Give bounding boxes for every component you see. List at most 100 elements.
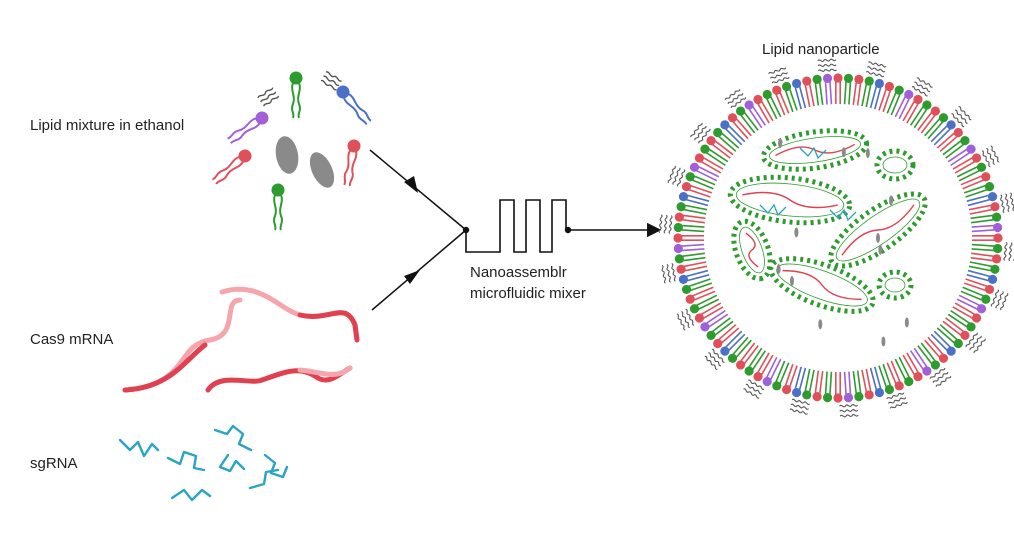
lnp-inner-vesicle-tails: [884, 277, 906, 293]
lnp-tail: [942, 320, 965, 338]
mrna-strand: [122, 342, 208, 393]
lnp-lipid-head: [727, 353, 738, 363]
lnp-mrna-strand: [745, 232, 759, 268]
lnp-tail: [930, 122, 951, 143]
lnp-tail: [678, 243, 705, 248]
lnp-tail: [913, 105, 930, 129]
lnp-lipid-head: [706, 135, 716, 146]
lnp-tail: [956, 164, 981, 178]
lnp-tail: [685, 278, 711, 289]
lnp-tail: [924, 339, 943, 361]
cas9-mrna-label: Cas9 mRNA: [30, 331, 114, 348]
lnp-lipid-head: [987, 191, 998, 202]
lnp-tail: [950, 309, 973, 326]
lnp-tail: [818, 371, 824, 398]
lnp-tail: [971, 248, 998, 252]
lnp-inner-vesicle: [731, 218, 773, 282]
lnp-tail: [963, 183, 990, 194]
lnp-tail: [681, 203, 708, 211]
peg-chain-icon: [690, 122, 711, 144]
lnp-tail: [874, 83, 883, 110]
lnp-tail: [843, 78, 848, 105]
lnp-lipid-head: [791, 387, 802, 398]
lnp-tail: [689, 178, 714, 190]
lipid-inlet-line: [369, 149, 467, 231]
peg-chain-icon: [789, 398, 811, 415]
lnp-sgrna-strand: [829, 208, 857, 222]
lnp-lipid-head: [720, 120, 730, 130]
lnp-lipid-head: [689, 304, 700, 314]
lnp-lipid-head: [864, 390, 874, 400]
lnp-tail: [920, 342, 938, 365]
lnp-lipid-head: [833, 393, 843, 403]
lnp-tail: [783, 363, 794, 390]
lnp-tail: [852, 78, 858, 105]
lnp-tail: [808, 80, 815, 107]
lnp-tail: [971, 218, 998, 224]
lnp-tail: [725, 122, 746, 143]
lnp-tail: [730, 336, 749, 358]
lnp-inner-vesicle: [760, 128, 870, 172]
lnp-lipid-head: [966, 322, 976, 332]
rna-arrowhead-icon: [404, 270, 420, 284]
lnp-tail: [865, 81, 873, 108]
lnp-tail: [869, 367, 879, 394]
lnp-tail: [947, 313, 971, 330]
lnp-mrna-strand: [742, 191, 838, 209]
lnp-tail: [913, 347, 930, 371]
lnp-tail: [945, 141, 967, 159]
lnp-tail: [703, 150, 726, 167]
lnp-tail: [715, 133, 737, 152]
sgrna-strand-4: [218, 453, 246, 473]
lnp-tail: [686, 282, 713, 293]
lnp-lipid-head: [976, 162, 987, 172]
lnp-lipid-head: [735, 106, 746, 116]
lnp-lipid-head: [802, 76, 812, 86]
lnp-tail: [958, 168, 983, 182]
lnp-lipid-head: [713, 127, 723, 138]
lnp-tail: [711, 138, 734, 156]
lnp-lipid-head: [713, 338, 723, 349]
lnp-tail: [678, 248, 705, 252]
lnp-lipid-head: [753, 371, 763, 382]
lnp-lipid-head: [685, 294, 695, 304]
lnp-tail: [693, 168, 718, 182]
lnp-tail: [824, 371, 828, 398]
lnp-tail: [878, 85, 889, 111]
lnp-tail: [950, 150, 973, 167]
peg-chain-icon: [743, 379, 765, 399]
lnp-tail: [678, 218, 705, 224]
lnp-tail: [898, 95, 912, 120]
lnp-lipid-head: [992, 254, 1002, 264]
peg-chain-icon: [911, 77, 933, 97]
lnp-tail: [890, 360, 903, 386]
mrna-strand-light: [122, 297, 243, 393]
lnp-mrna-strand: [782, 269, 862, 301]
lnp-tail: [733, 339, 752, 361]
lnp-lipid-head: [971, 153, 982, 163]
lnp-tail: [690, 173, 716, 186]
lnp-tail: [969, 208, 996, 215]
lnp-inner-vesicle-tails: [769, 136, 861, 164]
lnp-cholesterol: [878, 244, 883, 255]
lnp-tail: [956, 298, 981, 312]
lnp-lipid-head: [854, 392, 864, 402]
lnp-inner-vesicle-tails: [835, 198, 921, 262]
lnp-tail: [797, 82, 807, 109]
microfluidic-mixer-channel: [465, 199, 567, 253]
lnp-tail: [730, 118, 749, 140]
cholesterol-icon-2: [309, 152, 335, 188]
lnp-tail: [962, 286, 987, 298]
lnp-lipid-head: [938, 113, 949, 123]
lnp-tail: [738, 342, 756, 365]
lnp-lipid-head: [993, 243, 1003, 254]
lnp-tail: [898, 356, 912, 381]
lnp-lipid-head: [753, 94, 763, 105]
lnp-lipid-head: [676, 202, 686, 212]
lnp-lipid-head: [894, 85, 904, 95]
lnp-tail: [678, 224, 705, 228]
mrna-strand-light-3: [297, 365, 353, 377]
lnp-lipid-head: [884, 81, 895, 92]
lnp-lipid-head: [681, 181, 692, 192]
lnp-tail: [969, 261, 996, 268]
